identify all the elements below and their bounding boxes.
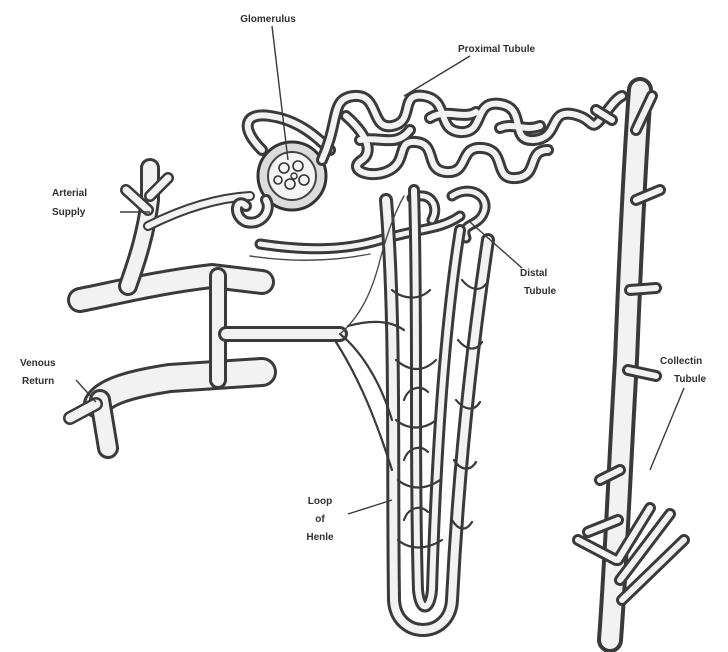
loop-of-henle [386, 190, 488, 630]
leader-glomerulus [272, 26, 288, 160]
label-collecting-tubule-line2: Tubule [674, 374, 706, 385]
label-arterial-supply-line1: Arterial [52, 188, 87, 199]
label-proximal-tubule: Proximal Tubule [458, 44, 535, 55]
label-venous-return-line2: Return [22, 376, 54, 387]
label-glomerulus: Glomerulus [240, 14, 296, 25]
leader-loop-of-henle [348, 500, 392, 514]
label-venous-return-line1: Venous [20, 358, 56, 369]
label-loop-of-henle-line2: of [315, 514, 325, 525]
proximal-convoluted-tubule [322, 96, 622, 178]
venous-vessel [70, 372, 262, 448]
leader-proximal-tubule [404, 56, 470, 96]
label-arterial-supply-line2: Supply [52, 207, 86, 218]
label-loop-of-henle-line1: Loop [308, 496, 332, 507]
arterial-vessel [80, 168, 262, 300]
label-loop-of-henle-line3: Henle [306, 532, 334, 543]
nephron-illustration [70, 90, 684, 640]
label-distal-tubule-line2: Tubule [524, 286, 556, 297]
label-distal-tubule-line1: Distal [520, 268, 547, 279]
leader-collecting-tubule [650, 388, 684, 470]
label-collecting-tubule-line1: Collectin [660, 356, 702, 367]
leader-distal-tubule [470, 222, 522, 268]
